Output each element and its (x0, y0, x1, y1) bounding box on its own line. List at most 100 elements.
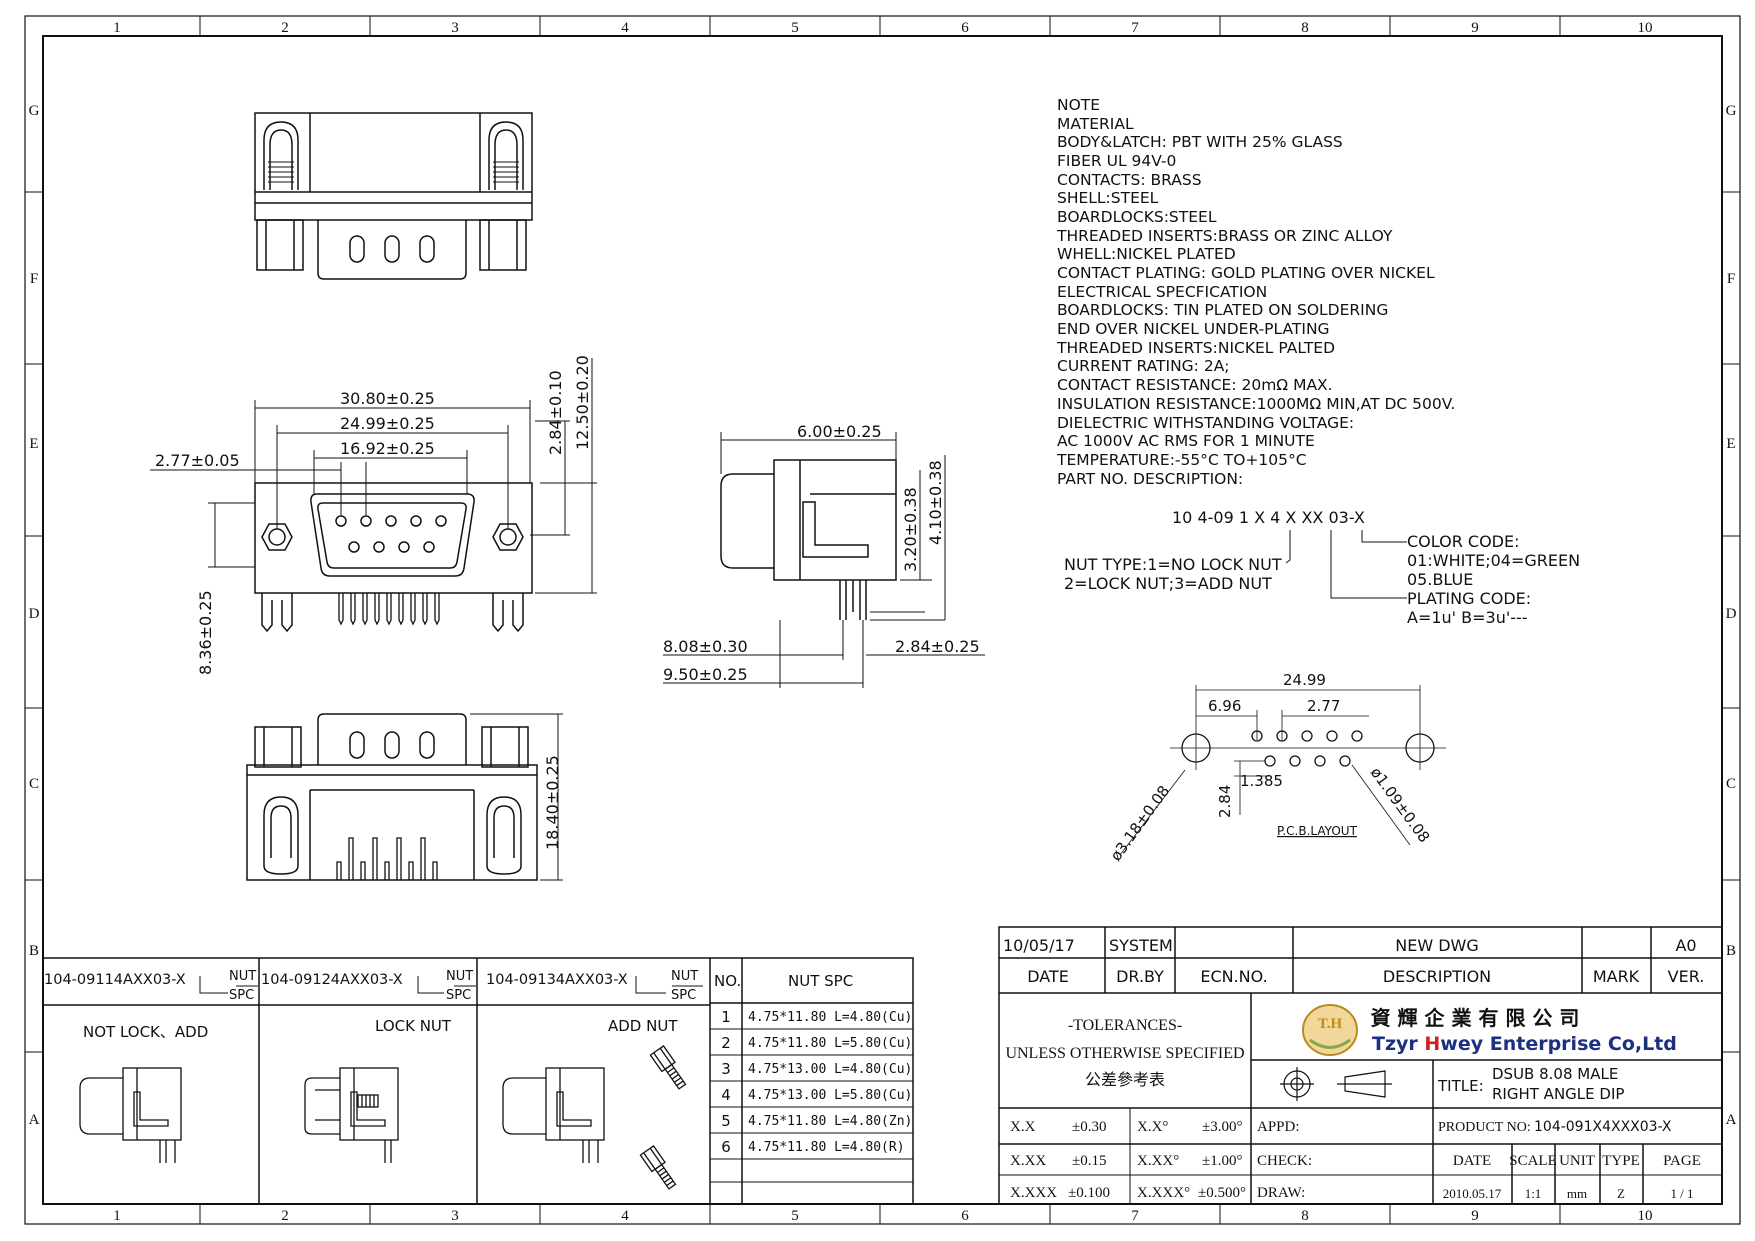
title-block (998, 926, 1723, 1205)
tol-linear-value: ±0.15 (1072, 1153, 1106, 1169)
pcb-pitch: 2.77 (1307, 697, 1340, 715)
part-number-leaders (1285, 530, 1407, 599)
tol-angular: X.XXX° (1137, 1185, 1190, 1201)
variant-sketch-no-lock (79, 1067, 182, 1163)
variant-nut-word: NUT (229, 969, 256, 984)
zone-col-bottom: 9 (1471, 1208, 1479, 1224)
dim-side-mount: 8.08±0.30 (663, 637, 748, 656)
nut-row-spec: 4.75*11.80 L=5.80(Cu) (748, 1036, 912, 1051)
nut-row-no: 6 (721, 1138, 731, 1156)
part-number-breakdown: 10 4-09 1 X 4 X XX 03-X NUT TYPE:1=NO LO… (1064, 508, 1580, 627)
note-line: MATERIAL (1057, 115, 1134, 133)
pcb-layout (1119, 685, 1446, 856)
nut-row-spec: 4.75*11.80 L=4.80(Cu) (748, 1010, 912, 1025)
rev-date: 10/05/17 (1003, 936, 1075, 955)
title-line-2: RIGHT ANGLE DIP (1492, 1085, 1624, 1103)
zone-row-right: G (1726, 103, 1737, 119)
note-line: BOARDLOCKS:STEEL (1057, 208, 1217, 226)
zone-row-right: D (1726, 606, 1737, 622)
company-name-part: Tzyr (1372, 1033, 1424, 1055)
color-code-line-1: COLOR CODE: (1407, 532, 1520, 551)
pcb-row-spacing: 2.84 (1216, 785, 1234, 818)
note-line: THREADED INSERTS:NICKEL PALTED (1056, 339, 1335, 357)
header-mark: MARK (1593, 967, 1640, 986)
dim-pitch: 2.77±0.05 (155, 451, 240, 470)
header-description: DESCRIPTION (1383, 967, 1491, 986)
tol-linear: X.XXX (1010, 1185, 1057, 1201)
zone-row-left: A (29, 1112, 40, 1128)
zone-col-bottom: 6 (961, 1208, 969, 1224)
zone-col-top: 8 (1301, 20, 1309, 36)
side-view-dim-labels: 6.00±0.25 3.20±0.38 4.10±0.38 8.08±0.30 … (663, 422, 980, 684)
pcb-contact-hole: ø1.09±0.08 (1367, 764, 1434, 846)
note-line: NOTE (1057, 96, 1100, 114)
zone-col-bottom: 8 (1301, 1208, 1309, 1224)
zone-col-top: 9 (1471, 20, 1479, 36)
variant-part-number: 104-09124AXX03-X (261, 972, 403, 988)
approved-label: APPD: (1257, 1119, 1300, 1135)
screw-sketch (639, 1145, 677, 1190)
logo-mark: T.H (1318, 1016, 1343, 1032)
pcb-overall-width: 24.99 (1283, 671, 1326, 689)
zone-col-top: 10 (1638, 20, 1653, 36)
tol-angular-value: ±1.00° (1202, 1153, 1242, 1169)
zone-row-right: E (1726, 436, 1735, 452)
front-view-dimensions (150, 358, 597, 594)
note-line: CURRENT RATING: 2A; (1057, 357, 1230, 375)
note-line: THREADED INSERTS:BRASS OR ZINC ALLOY (1056, 227, 1393, 245)
nut-row-spec: 4.75*11.80 L=4.80(Zn) (748, 1114, 912, 1129)
company-name-highlight: H (1424, 1033, 1440, 1055)
zone-col-top: 4 (621, 20, 629, 36)
color-code-line-3: 05.BLUE (1407, 570, 1473, 589)
note-line: INSULATION RESISTANCE:1000MΩ MIN,AT DC 5… (1057, 395, 1455, 413)
variant-spc-word: SPC (446, 988, 471, 1003)
dim-height-overall: 12.50±0.20 (573, 355, 592, 450)
tol-angular: X.XX° (1137, 1153, 1179, 1169)
side-view-dimensions (663, 432, 985, 688)
variant-sketch-lock-nut (304, 1067, 399, 1163)
tol-linear: X.XX (1010, 1153, 1046, 1169)
nut-table-no-header: NO. (714, 972, 741, 990)
zone-col-top: 1 (113, 20, 121, 36)
zone-row-left: F (30, 271, 38, 287)
header-version: VER. (1668, 967, 1705, 986)
note-line: AC 1000V AC RMS FOR 1 MINUTE (1057, 432, 1315, 450)
header-drawn-by: DR.BY (1116, 967, 1164, 986)
zone-col-bottom: 4 (621, 1208, 629, 1224)
nut-spec-table (42, 957, 914, 1205)
front-view-dim-labels: 30.80±0.25 24.99±0.25 16.92±0.25 2.77±0.… (155, 355, 592, 675)
dim-side-pin-offset: 2.84±0.25 (895, 637, 980, 656)
color-code-line-2: 01:WHITE;04=GREEN (1407, 551, 1580, 570)
pcb-half-pitch: 1.385 (1240, 772, 1283, 790)
rev-description: NEW DWG (1395, 936, 1479, 955)
dim-height-small: 2.84±0.10 (546, 370, 565, 455)
zone-col-bottom: 5 (791, 1208, 799, 1224)
note-line: BOARDLOCKS: TIN PLATED ON SOLDERING (1057, 301, 1388, 319)
dim-side-pin-b: 4.10±0.38 (926, 460, 945, 545)
dim-side-depth: 6.00±0.25 (797, 422, 882, 441)
note-line: ELECTRICAL SPECFICATION (1057, 283, 1267, 301)
drawn-label: DRAW: (1257, 1185, 1305, 1201)
variant-nut-word: NUT (671, 969, 698, 984)
dim-width-mount: 24.99±0.25 (340, 414, 435, 433)
pcb-layout-labels: 24.99 6.96 2.77 1.385 2.84 ø3.18±0.08 ø1… (1107, 671, 1434, 864)
dim-bottom-height: 18.40±0.25 (543, 755, 562, 850)
variant-nut-word: NUT (446, 969, 473, 984)
rev-by: SYSTEM (1109, 936, 1173, 955)
note-line: FIBER UL 94V-0 (1057, 152, 1176, 170)
nut-type-line-2: 2=LOCK NUT;3=ADD NUT (1064, 574, 1272, 593)
dim-width-shell: 16.92±0.25 (340, 439, 435, 458)
nut-row-spec: 4.75*13.00 L=4.80(Cu) (748, 1062, 912, 1077)
nut-row-spec: 4.75*11.80 L=4.80(R) (748, 1140, 905, 1155)
zone-col-bottom: 2 (281, 1208, 289, 1224)
variant-part-number: 104-09134AXX03-X (486, 972, 628, 988)
zone-col-bottom: 1 (113, 1208, 121, 1224)
note-line: BODY&LATCH: PBT WITH 25% GLASS (1057, 133, 1343, 151)
company-name-chinese: 資 輝 企 業 有 限 公 司 (1371, 1006, 1580, 1030)
zone-col-bottom: 3 (451, 1208, 459, 1224)
part-number-code: 10 4-09 1 X 4 X XX 03-X (1172, 508, 1365, 527)
note-line: CONTACT RESISTANCE: 20mΩ MAX. (1057, 376, 1333, 394)
dim-side-pin-a: 3.20±0.38 (901, 487, 920, 572)
header2-type: TYPE (1602, 1153, 1640, 1169)
